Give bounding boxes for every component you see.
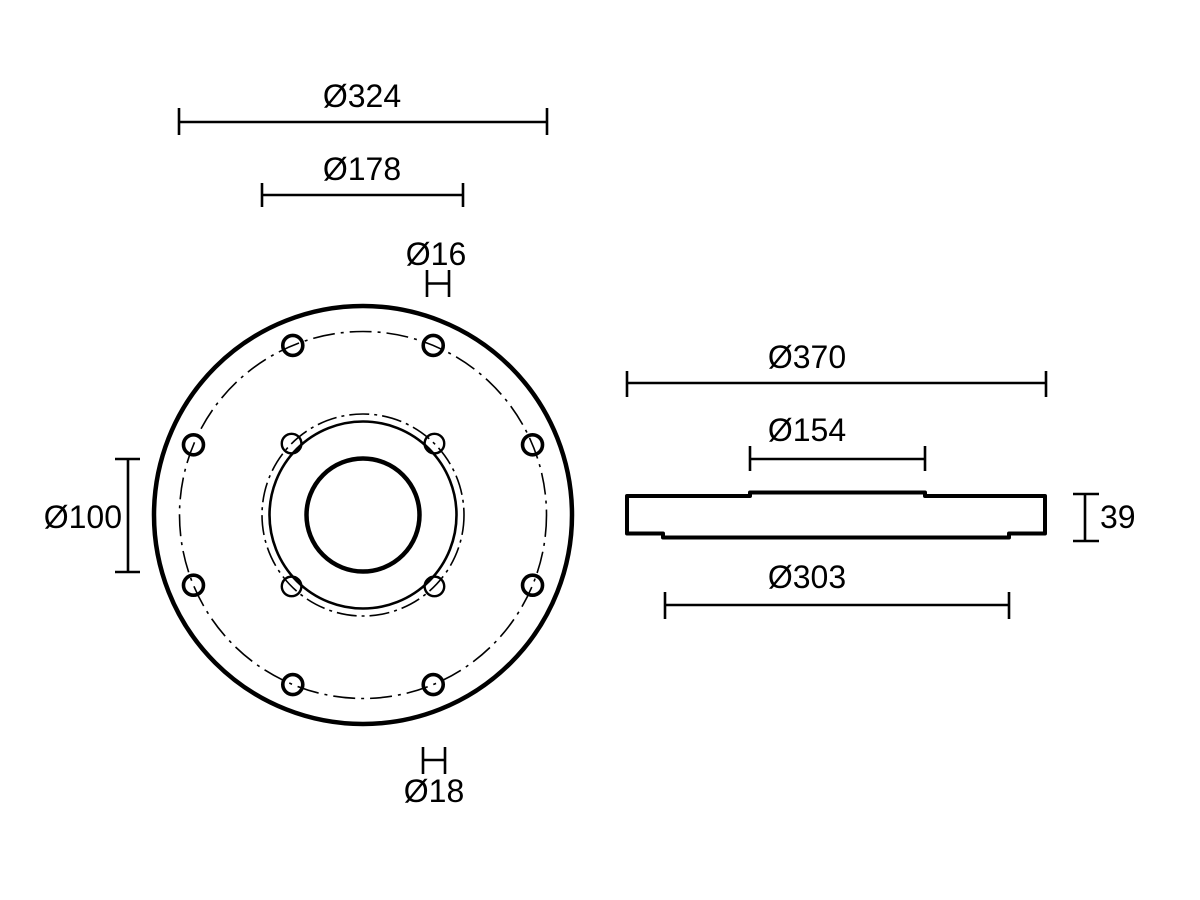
outer-bolt-hole: [421, 333, 446, 358]
outer-bolt-hole: [520, 432, 545, 457]
outer-bolt-hole: [181, 573, 206, 598]
inner-bolt-hole: [423, 432, 446, 455]
dimension-label-dia-303: Ø303: [768, 559, 846, 595]
dimension-dia-324: Ø324: [177, 78, 549, 135]
dimension-label-dia-16: Ø16: [406, 236, 466, 272]
inner-bolt-hole: [280, 575, 303, 598]
dimension-label-dia-370: Ø370: [768, 339, 846, 375]
center-hole-circle: [304, 456, 422, 574]
inner-bolt-hole: [280, 432, 303, 455]
inner-bolt-hole-set: [280, 432, 446, 598]
outer-bolt-hole-set: [181, 333, 545, 697]
dimension-dia-18: Ø18: [404, 747, 464, 809]
outer-bolt-hole: [280, 333, 305, 358]
dimension-label-dia-154: Ø154: [768, 412, 846, 448]
dimension-dim-39: 39: [1073, 492, 1136, 543]
outer-edge-circle: [151, 303, 575, 727]
outer-bolt-hole: [421, 672, 446, 697]
bolt-circle-324: [178, 330, 548, 700]
outer-bolt-hole: [181, 432, 206, 457]
hub-edge-circle: [268, 420, 458, 610]
dimension-dia-178: Ø178: [260, 151, 465, 207]
side-view: [625, 490, 1047, 540]
dimension-label-dim-39: 39: [1100, 499, 1136, 535]
inner-bolt-hole: [423, 575, 446, 598]
dimension-dia-100: Ø100: [44, 457, 140, 574]
side-profile: [625, 490, 1047, 540]
front-view: [151, 303, 575, 727]
dimension-dia-154: Ø154: [748, 412, 927, 471]
pitch-circle-178: [261, 413, 465, 617]
dimension-label-dia-18: Ø18: [404, 773, 464, 809]
outer-bolt-hole: [520, 573, 545, 598]
outer-bolt-hole: [280, 672, 305, 697]
dimension-label-dia-100: Ø100: [44, 499, 122, 535]
dimension-dia-16: Ø16: [406, 236, 466, 297]
dimension-dia-370: Ø370: [625, 339, 1048, 397]
dimension-dia-303: Ø303: [663, 559, 1011, 619]
dimension-label-dia-178: Ø178: [323, 151, 401, 187]
dimension-label-dia-324: Ø324: [323, 78, 401, 114]
